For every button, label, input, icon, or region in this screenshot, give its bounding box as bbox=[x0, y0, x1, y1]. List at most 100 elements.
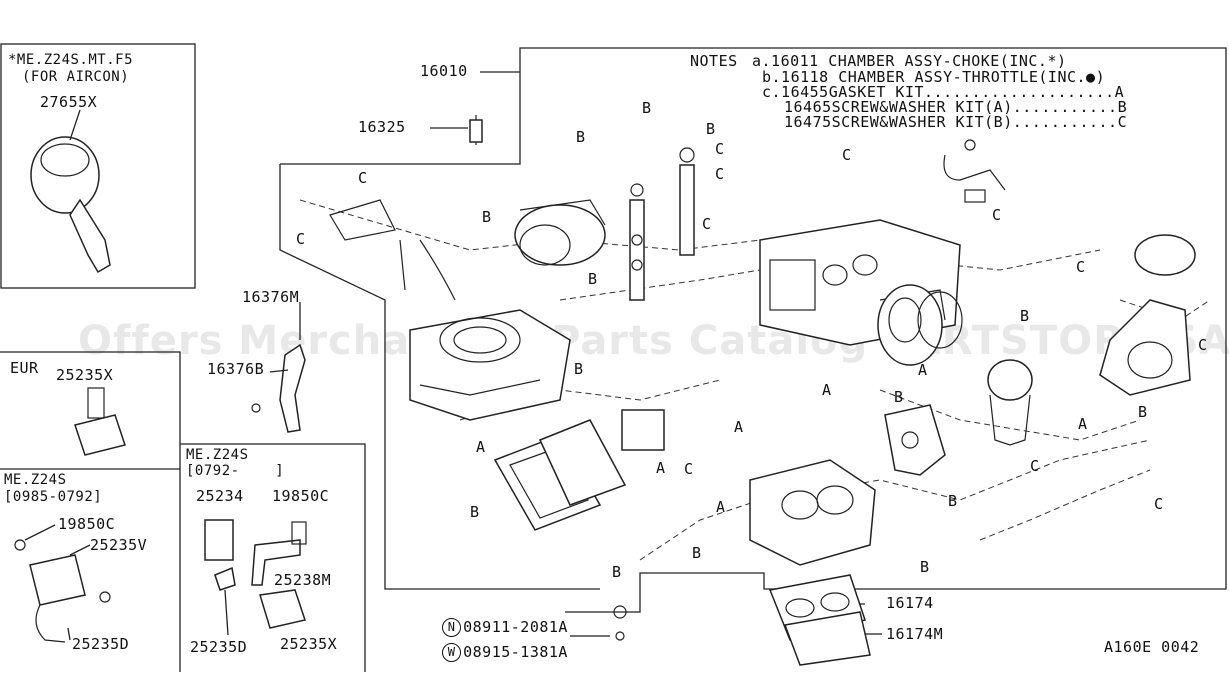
part-08911-2081a: 08911-2081A bbox=[463, 618, 568, 636]
washer-glyph bbox=[615, 631, 625, 641]
leader-16376b bbox=[269, 369, 289, 373]
relay-25234 bbox=[204, 519, 234, 561]
mez24s-title: ME.Z24S bbox=[4, 472, 67, 488]
throttle-body bbox=[749, 459, 876, 566]
aircon-variant: *ME.Z24S.MT.F5 bbox=[8, 52, 134, 68]
callout-c: C bbox=[1030, 457, 1040, 475]
notes-line-e: 16475SCREW&WASHER KIT(B)...........C bbox=[784, 113, 1128, 131]
aircon-dashpot bbox=[30, 109, 111, 274]
inset-aircon-frame bbox=[0, 43, 196, 289]
part-25235x-eur[interactable]: 25235X bbox=[56, 366, 114, 384]
part-25235d-left[interactable]: 25235D bbox=[72, 635, 130, 653]
part-27655x[interactable]: 27655X bbox=[40, 93, 98, 111]
notes-header: NOTES bbox=[690, 52, 738, 70]
callout-b: B bbox=[588, 270, 598, 288]
aircon-note: (FOR AIRCON) bbox=[22, 69, 130, 85]
callout-b: B bbox=[1138, 403, 1148, 421]
gasket-a-mid bbox=[538, 419, 627, 506]
callout-a: A bbox=[716, 498, 726, 516]
choke-diaphragm bbox=[514, 199, 606, 266]
callout-c: C bbox=[842, 146, 852, 164]
w-symbol: W bbox=[442, 643, 462, 662]
part-25238m[interactable]: 25238M bbox=[274, 571, 332, 589]
callout-a: A bbox=[1078, 415, 1088, 433]
part-25235v[interactable]: 25235V bbox=[90, 536, 148, 554]
callout-c: C bbox=[715, 140, 725, 158]
bracket-25238m bbox=[251, 521, 307, 586]
callout-a: A bbox=[822, 381, 832, 399]
inset-0792-frame bbox=[180, 443, 366, 672]
eur-title: EUR bbox=[10, 359, 39, 377]
part-16376m[interactable]: 16376M bbox=[242, 288, 300, 306]
assembly-line bbox=[639, 439, 1151, 561]
part-16010[interactable]: 16010 bbox=[420, 62, 468, 80]
inset-eur-frame bbox=[0, 351, 181, 672]
callout-c: C bbox=[1198, 336, 1208, 354]
part-16376b[interactable]: 16376B bbox=[207, 360, 265, 378]
main-assembly-frame-left bbox=[279, 164, 600, 590]
mez24s-0792-title: ME.Z24S bbox=[186, 447, 249, 463]
callout-c: C bbox=[684, 460, 694, 478]
callout-b: B bbox=[1020, 307, 1030, 325]
gasket-a-left bbox=[493, 434, 602, 531]
air-horn-block bbox=[621, 409, 665, 451]
nut-glyph bbox=[613, 605, 627, 619]
callout-c: C bbox=[358, 169, 368, 187]
part-19850c-left[interactable]: 19850C bbox=[58, 515, 116, 533]
notes-line-a: a.16011 CHAMBER ASSY-CHOKE(INC.*) bbox=[752, 52, 1067, 70]
resistor-25235v bbox=[14, 524, 111, 643]
part-19850c-right[interactable]: 19850C bbox=[272, 487, 330, 505]
callout-b: B bbox=[470, 503, 480, 521]
choke-linkage bbox=[329, 199, 456, 301]
main-assembly-frame bbox=[280, 47, 1227, 613]
callout-c: C bbox=[992, 206, 1002, 224]
notes-line-c: c.16455GASKET KIT....................A bbox=[762, 83, 1125, 101]
part-25235x[interactable]: 25235X bbox=[280, 635, 338, 653]
part-08915-1381a: 08915-1381A bbox=[463, 643, 568, 661]
notes-line-d: 16465SCREW&WASHER KIT(A)...........B bbox=[784, 98, 1128, 116]
mez24s-range: [0985-0792] bbox=[4, 489, 103, 505]
callout-c: C bbox=[1154, 495, 1164, 513]
relay-25235x bbox=[259, 589, 306, 629]
callout-a: A bbox=[734, 418, 744, 436]
callout-a: A bbox=[918, 361, 928, 379]
part-25234[interactable]: 25234 bbox=[196, 487, 244, 505]
notes-line-b: b.16118 CHAMBER ASSY-THROTTLE(INC.●) bbox=[762, 68, 1106, 86]
callout-a: A bbox=[656, 459, 666, 477]
carburetor-top-cover bbox=[409, 309, 571, 421]
bracket-16376m bbox=[279, 343, 306, 433]
part-16174m[interactable]: 16174M bbox=[886, 625, 944, 643]
callout-c: C bbox=[1076, 258, 1086, 276]
accelerator-pump-housing bbox=[877, 284, 963, 366]
jet-stack bbox=[629, 183, 645, 301]
part-16325[interactable]: 16325 bbox=[358, 118, 406, 136]
callout-b: B bbox=[642, 99, 652, 117]
callout-b: B bbox=[706, 120, 716, 138]
callout-b: B bbox=[574, 360, 584, 378]
vacuum-diaphragm bbox=[987, 359, 1033, 446]
callout-b: B bbox=[612, 563, 622, 581]
callout-b: B bbox=[920, 558, 930, 576]
assembly-line bbox=[979, 469, 1151, 541]
needle-16325-body bbox=[469, 119, 483, 143]
insulator-16174m bbox=[783, 611, 871, 666]
part-25235d-right[interactable]: 25235D bbox=[190, 638, 248, 656]
mez24s-0792-range: [0792- ] bbox=[186, 463, 285, 479]
callout-c: C bbox=[296, 230, 306, 248]
callout-a: A bbox=[476, 438, 486, 456]
screw-16376b bbox=[251, 403, 261, 413]
n-symbol: N bbox=[442, 618, 462, 637]
resistor-25235d bbox=[214, 566, 236, 636]
assembly-line bbox=[879, 389, 1141, 441]
callout-b: B bbox=[692, 544, 702, 562]
callout-b: B bbox=[894, 388, 904, 406]
callout-b: B bbox=[948, 492, 958, 510]
callout-c: C bbox=[715, 165, 725, 183]
part-16174[interactable]: 16174 bbox=[886, 594, 934, 612]
callout-b: B bbox=[482, 208, 492, 226]
callout-b: B bbox=[576, 128, 586, 146]
